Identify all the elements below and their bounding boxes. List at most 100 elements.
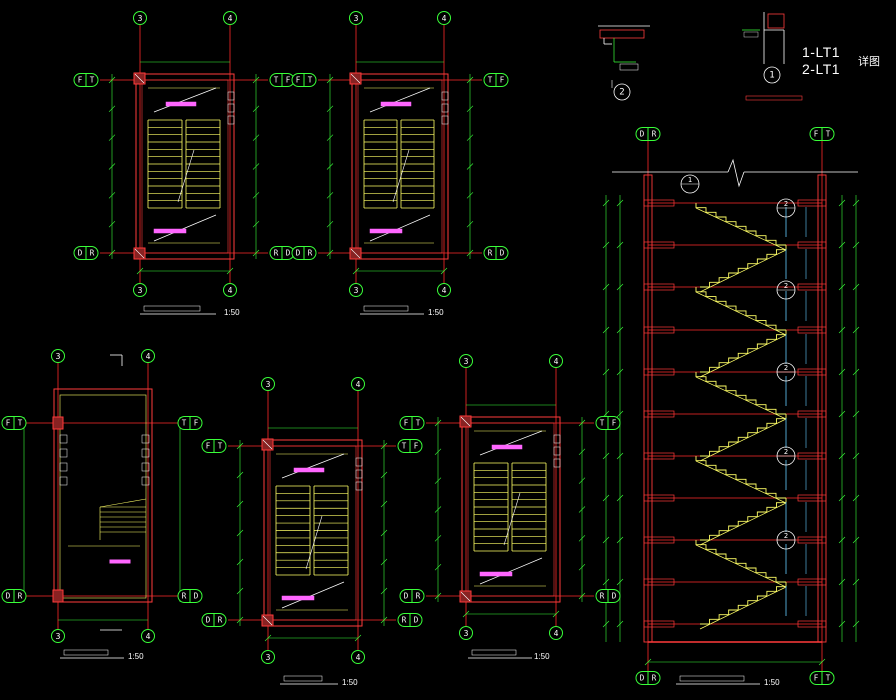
plan-2-bubble-tf-right-b: F <box>500 76 505 85</box>
section-dim-tick-0-2 <box>602 283 610 291</box>
section-dim-bottom-t2 <box>818 658 826 666</box>
plan-1-bubble-4-bottom-label: 4 <box>228 286 233 295</box>
section-scale: 1:50 <box>764 678 780 687</box>
plan-2-tick-l-3 <box>326 163 334 170</box>
plan-5-bubble-3-bottom-label: 3 <box>464 629 469 638</box>
plan-3-bubble-3-bottom <box>51 629 65 643</box>
plan-1-bubble-tf-right-b: F <box>286 76 291 85</box>
plan-1-tick-l-5 <box>108 220 116 228</box>
section-caption-text-block <box>679 675 745 682</box>
plan-1-bubble-tf-right-a: T <box>274 76 279 85</box>
section-dim-tick-1-10 <box>616 620 624 628</box>
section-dim-tick-3-5 <box>852 410 860 418</box>
plan-4-tick-l-2 <box>236 500 244 508</box>
section-dim-tick-0-7 <box>602 494 610 502</box>
plan-5-column-x1 <box>460 416 471 427</box>
section-slab-right-7 <box>797 494 827 502</box>
section-flight-6 <box>695 456 786 499</box>
section-dim-tick-3-6 <box>852 452 860 460</box>
plan-2-bubble-3-bottom-label: 3 <box>354 286 359 295</box>
section-dim-tick-3-1 <box>852 241 860 249</box>
plan-5-wall-detail-2 <box>553 458 561 468</box>
plan-4-tick-r-5 <box>380 587 388 595</box>
section-flight-7-soffit <box>699 502 787 546</box>
plan-4-caption-text-block <box>283 675 323 682</box>
plan-1-wall-detail-2 <box>227 115 235 125</box>
plan-5-label-bar-2 <box>479 571 513 577</box>
axis-lines-layer <box>18 25 823 672</box>
section-dim-tick-0-6 <box>602 452 610 460</box>
plan-5-bubble-rd-right-b: D <box>612 592 617 601</box>
section-flight-8-soffit <box>695 544 787 588</box>
plan-4-label-bar-2 <box>281 595 315 601</box>
plan-1-tick-l-1 <box>108 105 116 113</box>
section-flight-0-soffit <box>695 207 787 251</box>
plan-1-tick-r-5 <box>252 220 260 228</box>
plan-3-bubble-4-bottom-label: 4 <box>146 632 151 641</box>
plan-2-tick-r-4 <box>466 192 474 199</box>
section-dim-tick-1-5 <box>616 410 624 418</box>
plan-4-tick-l-5 <box>236 587 244 595</box>
plan-3-outer-wall <box>53 388 153 603</box>
plan-5-tick-l-4 <box>434 535 442 542</box>
plan-2-wall-detail-1 <box>441 103 449 113</box>
section-dim-tick-2-4 <box>838 368 846 376</box>
section-dim-tick-1-2 <box>616 283 624 291</box>
plan-4-bubble-4-top <box>351 377 365 391</box>
plan-1-break-bottom <box>153 214 217 242</box>
section-slab-left-2 <box>643 283 675 291</box>
plan-2-bubble-4-bottom <box>437 283 451 297</box>
detail-1-marker-text: 1 <box>769 71 774 81</box>
plan-2-label-bar-1 <box>380 101 412 107</box>
plan-4-wall-detail-1 <box>355 469 363 479</box>
plan-3-stair-edge <box>99 498 147 508</box>
section-dim-tick-3-0 <box>852 199 860 207</box>
plan-3-bubble-3-top-label: 3 <box>56 352 61 361</box>
plan-3-door-0 <box>59 434 68 444</box>
plan-5-dim-bottom-t2 <box>552 610 560 618</box>
plan-2-caption-text-block <box>363 305 409 312</box>
plan-4-tick-l-6 <box>236 616 244 624</box>
plan-5-wall-detail-0 <box>553 434 561 444</box>
section-slab-right-1 <box>797 241 827 249</box>
section-slab-right-3 <box>797 326 827 334</box>
detail-2-note <box>619 63 639 71</box>
plan-1-bubble-dr-left-a: D <box>78 249 83 258</box>
section-detail-mark-text-2: 2 <box>784 282 788 290</box>
plan-3-bubble-dr-left-b: R <box>18 592 23 601</box>
detail-1-marker <box>763 66 781 84</box>
plan-1-label-bar-1 <box>165 101 197 107</box>
plan-5-label-bar-1 <box>491 444 523 450</box>
plan-4-tick-l-3 <box>236 529 244 537</box>
plan-5-tick-l-1 <box>434 448 442 456</box>
section-slab-right-0 <box>797 199 827 207</box>
plan-1-tick-l-6 <box>108 249 116 257</box>
plan-5-bubble-tf-right-a: T <box>600 419 605 428</box>
plan-4-tick-r-1 <box>380 471 388 479</box>
section-dim-tick-1-6 <box>616 452 624 460</box>
plan-5-inner-wall <box>467 422 555 597</box>
section-flight-1-soffit <box>699 249 787 293</box>
plan-5-tick-r-3 <box>578 506 586 513</box>
section-bubble-ft-bottom-a: F <box>814 674 819 683</box>
section-slab-right-6 <box>797 452 827 460</box>
plan-5-tick-l-3 <box>434 506 442 513</box>
plan-2-inner-wall <box>357 79 443 254</box>
plan-2-bubble-4-bottom-label: 4 <box>442 286 447 295</box>
section-dim-tick-2-0 <box>838 199 846 207</box>
plan-3-caption-text-block <box>63 649 109 656</box>
detail-1-note <box>743 31 759 38</box>
plan-1-bubble-3-bottom-label: 3 <box>138 286 143 295</box>
plan-4-tick-l-4 <box>236 558 244 566</box>
section-dim-tick-1-3 <box>616 326 624 334</box>
section-flight-5 <box>700 414 787 457</box>
plan-4-tick-r-4 <box>380 558 388 566</box>
detail-ref-1: 1-LT1 <box>802 44 841 60</box>
plan-3-scale: 1:50 <box>128 652 144 661</box>
plan-5-bubble-ft-left-a: F <box>404 419 409 428</box>
plan-2-tick-l-5 <box>326 220 334 228</box>
plan-2-bubble-ft-left-a: F <box>296 76 301 85</box>
section-slab-left-8 <box>643 536 675 544</box>
section-flight-8 <box>695 540 786 583</box>
plan-2-bubble-3-top-label: 3 <box>354 14 359 23</box>
